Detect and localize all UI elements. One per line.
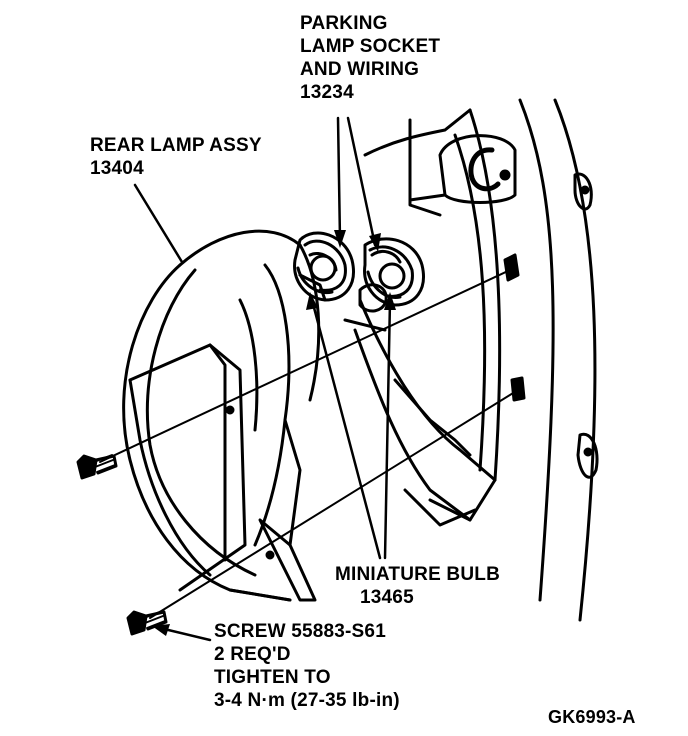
figure-code: GK6993-A [548,707,636,727]
miniature-bulb-line-1: MINIATURE BULB [335,564,500,585]
rear-lamp-part-number: 13404 [90,158,144,179]
parking-lamp-line-3: AND WIRING [300,59,420,80]
alignment-lines [99,269,519,619]
screw-line-3: TIGHTEN TO [214,667,331,688]
leader-lines [133,116,396,642]
parking-lamp-part-number: 13234 [300,82,354,103]
miniature-bulb-part-number: 13465 [360,587,414,608]
rear-lamp-label: REAR LAMP ASSY 13404 [90,134,262,180]
screw-lower [126,610,168,636]
rear-lamp-line-1: REAR LAMP ASSY [90,135,262,156]
screw-upper [76,454,118,480]
parking-lamp-line-1: PARKING [300,13,388,34]
rear-lamp-assembly [122,229,321,602]
screw-label: SCREW 55883-S61 2 REQ'D TIGHTEN TO 3-4 N… [214,620,400,712]
screw-line-2: 2 REQ'D [214,644,291,665]
parking-lamp-line-2: LAMP SOCKET [300,36,441,57]
screw-torque: 3-4 N·m (27-35 lb-in) [214,690,400,711]
socket-left [293,231,355,302]
miniature-bulb-label: MINIATURE BULB 13465 [335,563,500,609]
parking-lamp-label: PARKING LAMP SOCKET AND WIRING 13234 [300,12,440,104]
screw-line-1: SCREW 55883-S61 [214,621,386,642]
body-panel [343,98,599,622]
socket-right [358,237,425,313]
